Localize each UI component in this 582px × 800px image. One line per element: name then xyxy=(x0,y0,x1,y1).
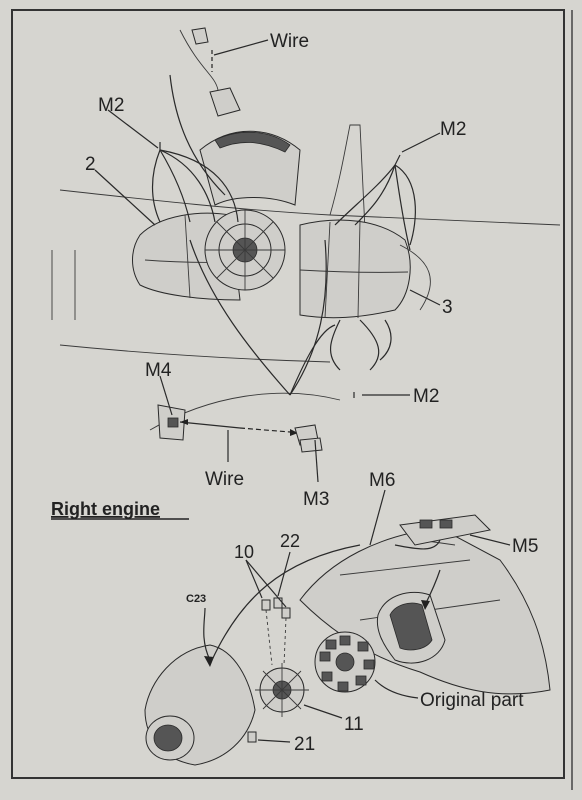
label-m4: M4 xyxy=(145,360,172,381)
label-wire-top: Wire xyxy=(270,31,309,52)
top-engine-illustration xyxy=(51,27,561,483)
section-title-right-engine: Right engine xyxy=(51,499,160,519)
label-part-2: 2 xyxy=(85,154,96,175)
label-part-11: 11 xyxy=(344,714,364,735)
label-m2-bottom: M2 xyxy=(413,386,439,407)
label-wire-bottom: Wire xyxy=(205,469,244,490)
label-original-part: Original part xyxy=(420,690,524,711)
label-m6: M6 xyxy=(369,470,395,491)
label-m2-right: M2 xyxy=(440,119,466,140)
label-part-3: 3 xyxy=(442,297,453,318)
bottom-engine-illustration xyxy=(144,489,551,766)
label-m5: M5 xyxy=(512,536,538,557)
label-part-21: 21 xyxy=(294,734,315,755)
label-m3: M3 xyxy=(303,489,329,510)
label-m2-left: M2 xyxy=(98,95,124,116)
label-part-10: 10 xyxy=(234,542,254,562)
label-c23: C23 xyxy=(186,593,206,605)
frame-border xyxy=(11,9,565,779)
label-part-22: 22 xyxy=(280,531,300,551)
